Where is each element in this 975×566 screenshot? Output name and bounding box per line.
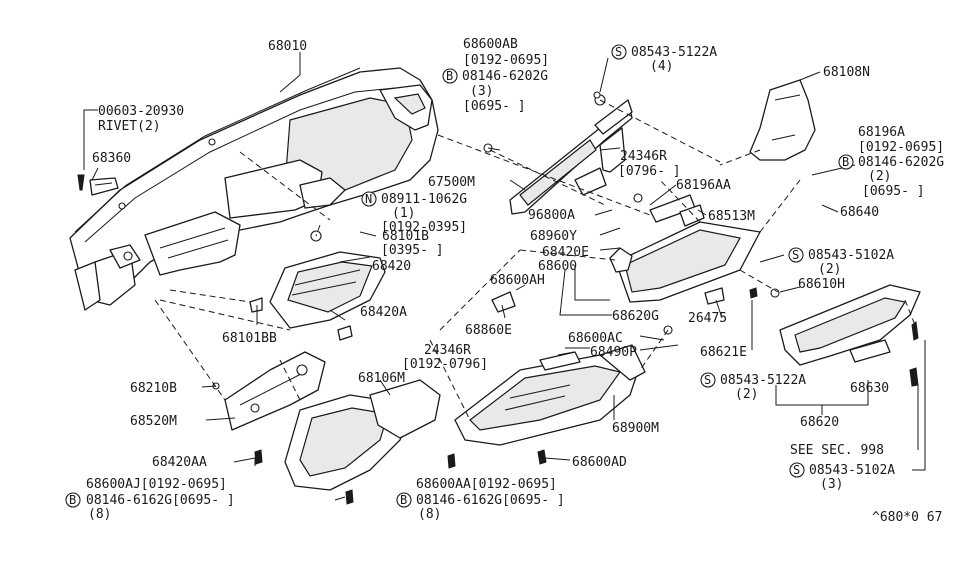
label-08146-6202G: 08146-6202G [462,69,548,84]
screw-symbol-icon [700,372,716,388]
screw-symbol-icon [789,462,805,478]
label-range-0192-0395: [0192-0395] [381,220,467,235]
label-24346R-range: [0796- ] [618,164,681,179]
label-08543-5122A-b: 08543-5122A [720,373,806,388]
label-qty-1: (1) [392,206,415,221]
label-range-0695-b: [0695- ] [862,184,925,199]
label-68513M: 68513M [708,209,755,224]
label-qty-8-b: (8) [418,507,441,522]
label-68520M: 68520M [130,414,177,429]
label-68610H: 68610H [798,277,845,292]
label-68420A: 68420A [360,305,407,320]
label-68196A-range: [0192-0695] [858,140,944,155]
bolt-symbol-letter: B [446,69,453,83]
label-68420E: 68420E [542,245,589,260]
label-68600AC: 68600AC [568,331,623,346]
label-24346R-b: 24346R [424,343,471,358]
leader-lines [83,52,926,501]
label-68620G: 68620G [612,309,659,324]
label-08146-6162G: 08146-6162G[0695- ] [86,493,235,508]
label-68420AA: 68420AA [152,455,207,470]
screw-symbol-letter: S [793,463,800,477]
bolt-symbol-letter: B [842,155,849,169]
label-68600AJ: 68600AJ[0192-0695] [86,477,227,492]
instrument-panel-68010 [69,67,439,311]
screw-symbol-letter: S [792,248,799,262]
bolt-symbol-icon [442,68,458,84]
label-68101BB: 68101BB [222,331,277,346]
label-see-sec-998: SEE SEC. 998 [790,443,884,458]
label-68101B: 68101B [382,229,429,244]
label-68600AD: 68600AD [572,455,627,470]
label-96800A: 96800A [528,208,575,223]
label-qty-2: (2) [868,169,891,184]
nut-symbol-letter: N [365,192,372,206]
rivet-clip [77,174,119,196]
label-68600AA: 68600AA[0192-0695] [416,477,557,492]
bolt-symbol-letter: B [400,493,407,507]
label-26475: 26475 [688,311,727,326]
label-08543-5122A: 08543-5122A [631,45,717,60]
part-labels: 68010 00603-20930 RIVET(2) 68360 68600AB… [65,37,944,525]
label-range-0395: [0395- ] [381,243,444,258]
label-08543-5102A: 08543-5102A [808,248,894,263]
label-68196A: 68196A [858,125,905,140]
label-68600: 68600 [538,259,577,274]
label-68108N: 68108N [823,65,870,80]
label-68196AA: 68196AA [676,178,731,193]
reference-code: ^680*0 67 [872,510,942,525]
label-qty-4: (4) [650,59,673,74]
nut-symbol-icon [361,191,377,207]
label-08911-1062G: 08911-1062G [381,192,467,207]
label-68640: 68640 [840,205,879,220]
label-24346R: 24346R [620,149,667,164]
glove-box-lid-68620 [770,284,921,387]
glove-box-bracket-67500M [483,91,633,215]
label-00603-20930: 00603-20930 [98,104,184,119]
screw-symbol-letter: S [615,45,622,59]
label-68900M: 68900M [612,421,659,436]
label-68630: 68630 [850,381,889,396]
label-68620: 68620 [800,415,839,430]
side-panel-68108N [749,79,816,161]
label-68600AB-range: [0192-0695] [463,53,549,68]
label-68490P: 68490P [590,345,637,360]
label-qty-8: (8) [88,507,111,522]
label-68420: 68420 [372,259,411,274]
label-08146-6202G-b: 08146-6202G [858,155,944,170]
label-08543-5102A-b: 08543-5102A [809,463,895,478]
bolt-symbol-icon [396,492,412,508]
screw-symbol-icon [611,44,627,60]
lower-cover-68900M [454,291,646,465]
cluster-lid-68420 [249,230,386,341]
screw-symbol-letter: S [704,373,711,387]
label-68600AH: 68600AH [490,273,545,288]
label-qty-2-c: (2) [818,262,841,277]
label-67500M: 67500M [428,175,475,190]
label-rivet: RIVET(2) [98,119,161,134]
bolt-symbol-icon [838,154,854,170]
side-trim-68520M [212,351,326,465]
label-68106M: 68106M [358,371,405,386]
label-qty-3: (3) [470,84,493,99]
bolt-symbol-icon [65,492,81,508]
label-68600AB: 68600AB [463,37,518,52]
label-range-0695: [0695- ] [463,99,526,114]
label-qty-3-b: (3) [820,477,843,492]
label-68210B: 68210B [130,381,177,396]
screw-symbol-icon [788,247,804,263]
bolt-symbol-letter: B [69,493,76,507]
label-68360: 68360 [92,151,131,166]
label-qty-2-d: (2) [735,387,758,402]
duct-68106M [284,379,456,505]
label-68860E: 68860E [465,323,512,338]
label-24346R-b-range: [0192-0796] [402,357,488,372]
label-68960Y: 68960Y [530,229,577,244]
label-08146-6162G-b: 08146-6162G[0695- ] [416,493,565,508]
label-68010: 68010 [268,39,307,54]
label-68621E: 68621E [700,345,747,360]
